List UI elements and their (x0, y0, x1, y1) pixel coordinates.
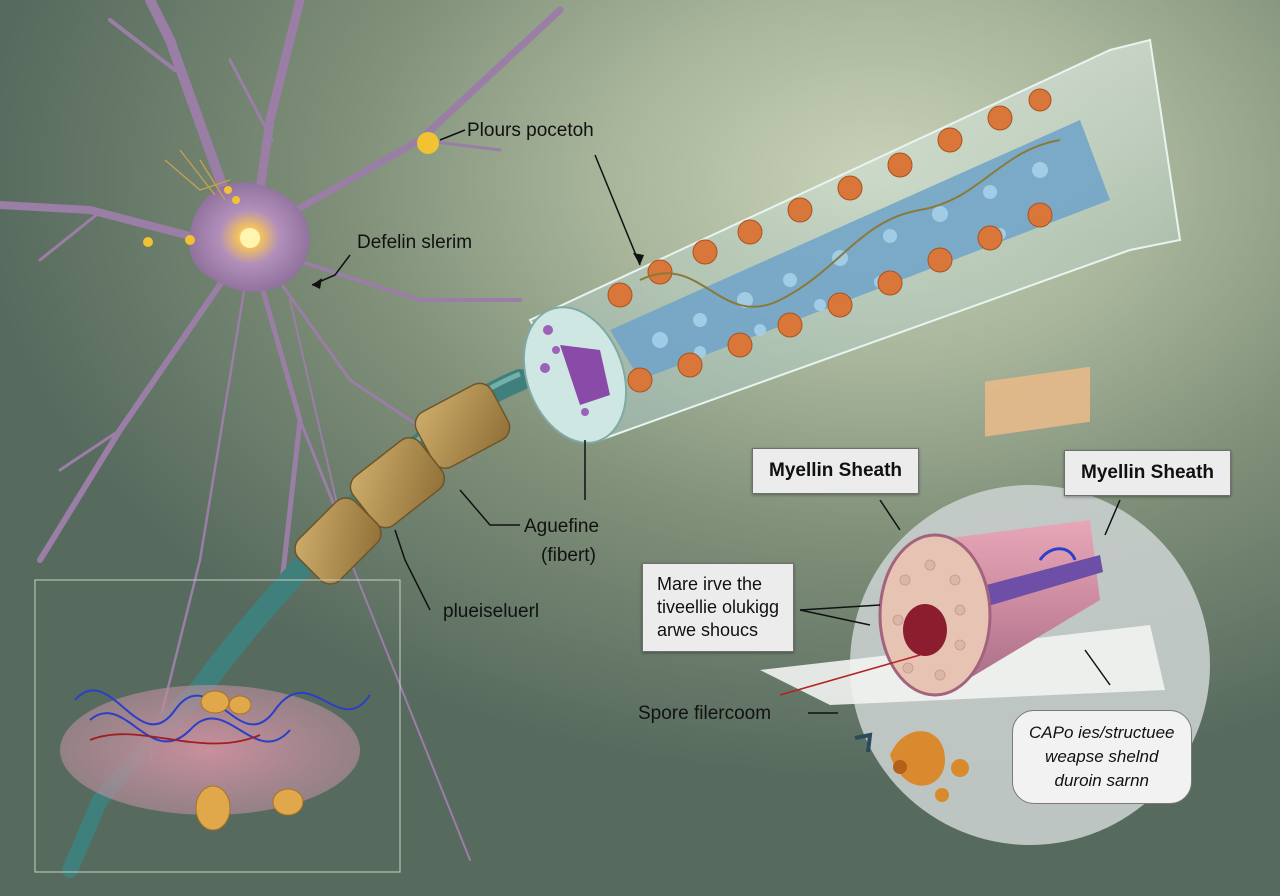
purple-band (960, 555, 1103, 612)
myelin-sheath-box-2: Myellin Sheath (1064, 450, 1232, 496)
note-line: Mare ir​ve the (657, 574, 763, 594)
purple-segment (560, 345, 610, 405)
blue-core (610, 120, 1110, 380)
tissue-inset-frame (34, 579, 401, 873)
myelin-segments (294, 382, 511, 585)
myelin-sheath-box-1: Myellin Sheath (752, 448, 920, 494)
callout-bubble: CAPo ies/structuee weapse shelnd duroin … (1012, 710, 1192, 804)
bubble-line: weapse shelnd (1045, 747, 1159, 766)
leader-lines (311, 129, 1121, 714)
synaptic-dots (143, 132, 439, 247)
label-spore-filercoom: Spore filercoom (638, 703, 772, 724)
note-box: Mare ir​ve the tiveellie olukigg arwe sh… (642, 563, 795, 652)
label-defelin-slerim: Defelin slerim (357, 232, 473, 253)
label-plours-pocetoh: Plours pocetoh (467, 120, 594, 141)
vesicles (195, 690, 304, 831)
bubble-line: duroin sarnn (1054, 771, 1150, 790)
nucleus-glow (240, 228, 260, 248)
bubble-line: CAPo ies/structuee (1029, 723, 1175, 742)
fine-fibers (164, 149, 231, 201)
label-plueiseluerl: plueiseluerl (443, 601, 540, 622)
orange-cells (607, 88, 1053, 393)
label-fibert: (fibert) (541, 545, 596, 566)
note-line: tiveellie olukigg (657, 597, 780, 617)
label-aguefine: Aguefine (524, 516, 600, 537)
note-line: arwe shoucs (657, 620, 759, 640)
